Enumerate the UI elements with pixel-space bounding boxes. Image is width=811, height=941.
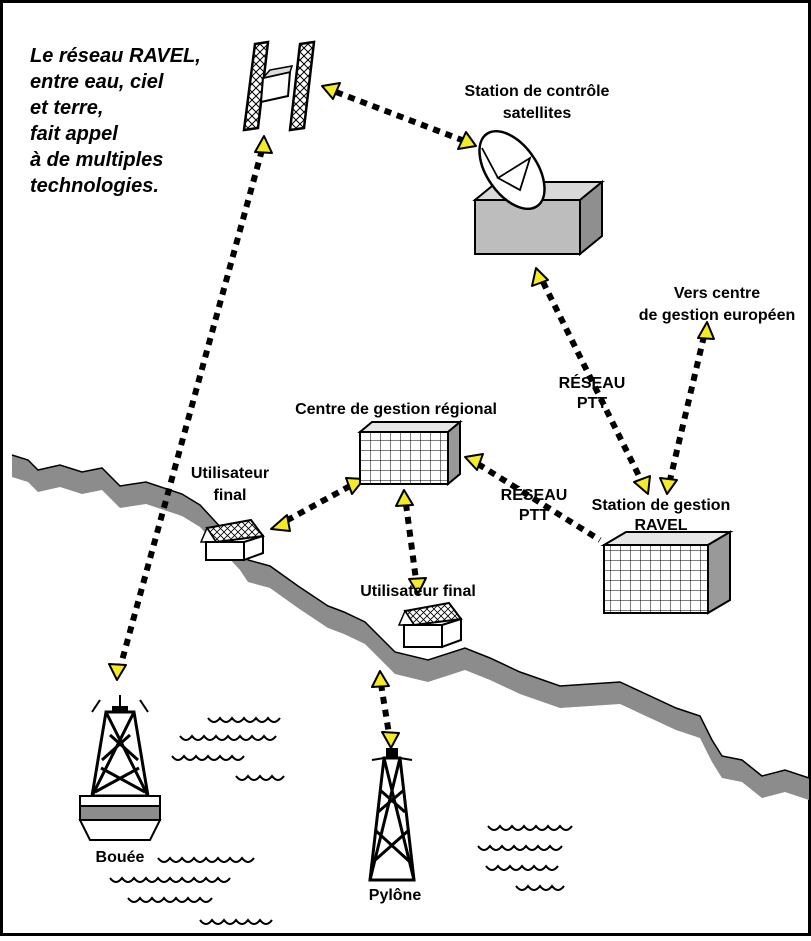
caption-line: fait appel — [30, 123, 118, 145]
caption-line: Le réseau RAVEL, — [30, 45, 201, 67]
river-bank — [11, 454, 810, 800]
ravel-station-label: RAVEL — [634, 517, 687, 534]
network-ptt-label: PTT — [577, 395, 607, 412]
arrowhead-buoy — [108, 663, 127, 681]
satellite-dish-icon — [472, 129, 605, 257]
arrowhead-user-2 — [408, 577, 427, 595]
arrowhead-control-station-down — [531, 267, 549, 287]
link-ravel-european-center — [667, 335, 707, 481]
network-links — [117, 89, 707, 735]
european-center-label: de gestion européen — [639, 307, 795, 324]
caption-line: à de multiples — [30, 149, 163, 171]
ravel-station-building-icon — [600, 530, 734, 615]
satellite-icon — [242, 40, 316, 132]
caption-line: entre eau, ciel — [30, 71, 164, 93]
arrowhead-ravel-right — [659, 477, 678, 495]
regional-center-label: Centre de gestion régional — [295, 401, 497, 418]
arrowhead-user-2-bottom — [371, 670, 390, 688]
link-user-2-pylon — [378, 683, 392, 735]
arrowhead-regional-center-right — [464, 453, 484, 471]
house-icon — [199, 518, 265, 562]
end-user-label: Utilisateur final — [360, 583, 476, 600]
arrowhead-european-center — [697, 321, 715, 340]
arrowhead-control-station — [457, 131, 477, 150]
caption-line: et terre, — [30, 97, 103, 119]
pylon-icon — [368, 748, 416, 882]
arrowheads — [108, 82, 715, 749]
satellite-station-label: Station de contrôle — [465, 83, 610, 100]
european-center-label: Vers centre — [674, 285, 760, 302]
regional-center-building-icon — [357, 419, 463, 487]
link-control-station-ravel — [540, 280, 645, 484]
house-icon — [397, 601, 463, 649]
satellite-station-label: satellites — [503, 105, 572, 122]
arrowhead-ravel-top — [633, 475, 651, 495]
link-regional-center-user-1 — [282, 483, 352, 525]
link-ravel-regional-center — [476, 461, 602, 543]
link-regional-center-user-2 — [403, 503, 419, 581]
pylon-label: Pylône — [369, 887, 422, 904]
ravel-station-label: Station de gestion — [592, 497, 731, 514]
arrowhead-satellite-right — [321, 82, 341, 100]
network-ptt-label: PTT — [519, 507, 549, 524]
link-satellite-control-station — [334, 89, 464, 143]
link-satellite-buoy — [117, 149, 265, 669]
end-user-label: Utilisateur — [191, 465, 269, 482]
arrowhead-user-1 — [270, 514, 291, 532]
end-user-label: final — [214, 487, 247, 504]
arrowhead-satellite — [254, 135, 273, 154]
network-ptt-label: RÉSEAU — [559, 373, 626, 392]
arrowhead-pylon — [381, 731, 400, 749]
water-waves-icon — [109, 716, 573, 925]
caption: Le réseau RAVEL, entre eau, ciel et terr… — [30, 45, 201, 197]
buoy-icon — [78, 695, 162, 841]
buoy-label: Bouée — [96, 849, 145, 866]
network-ptt-label: RÉSEAU — [501, 485, 568, 504]
caption-line: technologies. — [30, 175, 159, 197]
arrowhead-regional-center-bottom — [395, 489, 414, 507]
